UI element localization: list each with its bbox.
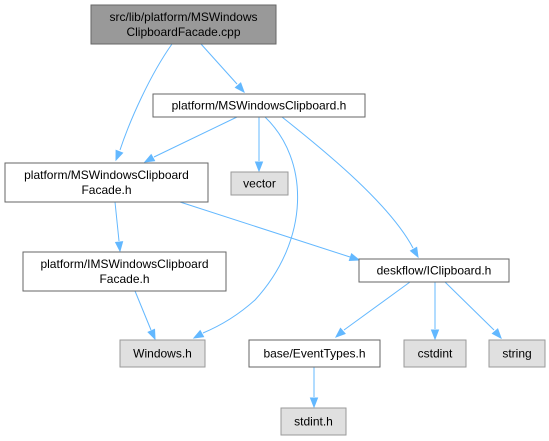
node-vector: vector: [230, 171, 289, 196]
edge-root-msclip: [200, 43, 245, 94]
node-box: [119, 339, 206, 368]
arrowhead-icon: [309, 397, 319, 409]
node-box: [22, 251, 227, 292]
node-root[interactable]: src/lib/platform/MSWindowsClipboardFacad…: [90, 4, 277, 45]
node-iclip[interactable]: deskflow/IClipboard.h: [358, 258, 510, 283]
arrowhead-icon: [430, 329, 440, 341]
arrowhead-icon: [348, 252, 361, 262]
edge-line: [134, 290, 152, 331]
node-label: stdint.h: [294, 415, 333, 429]
arrowhead-icon: [334, 327, 346, 338]
edge-line: [153, 116, 238, 158]
arrowhead-icon: [192, 329, 205, 339]
arrowhead-icon: [115, 149, 124, 162]
edge-eventtypes-stdint: [309, 367, 319, 409]
node-box: [4, 162, 209, 203]
dependency-nodes: src/lib/platform/MSWindowsClipboardFacad…: [4, 4, 546, 436]
node-box: [248, 339, 381, 368]
edge-iclip-cstdint: [430, 282, 440, 341]
edge-msfacade-iclip: [179, 201, 361, 262]
edge-line: [200, 43, 238, 85]
node-label: src/lib/platform/MSWindows: [109, 10, 257, 24]
node-box: [280, 407, 347, 436]
node-windows: Windows.h: [119, 339, 206, 368]
arrowhead-icon: [114, 241, 124, 253]
node-label: deskflow/IClipboard.h: [377, 264, 492, 278]
node-eventtypes[interactable]: base/EventTypes.h: [248, 339, 381, 368]
dependency-edges: [114, 43, 502, 409]
edge-iclip-string: [444, 281, 502, 340]
arrowhead-icon: [234, 82, 245, 94]
edge-line: [281, 116, 414, 249]
edge-iclip-eventtypes: [334, 281, 411, 338]
edge-root-msfacade: [115, 43, 173, 162]
arrowhead-icon: [254, 161, 264, 173]
edge-msclip-vector: [254, 117, 264, 173]
node-label: platform/MSWindowsClipboard: [24, 168, 189, 182]
node-box: [152, 93, 366, 118]
node-box: [488, 339, 546, 368]
node-label: vector: [243, 177, 276, 191]
node-msclip[interactable]: platform/MSWindowsClipboard.h: [152, 93, 366, 118]
node-box: [90, 4, 277, 45]
node-label: string: [502, 347, 531, 361]
node-box: [403, 339, 467, 368]
edge-line: [114, 201, 120, 242]
node-box: [230, 171, 289, 196]
edge-msfacade-imsfacade: [114, 201, 124, 253]
arrowhead-icon: [491, 328, 502, 340]
edge-line: [343, 281, 411, 331]
arrowhead-icon: [409, 246, 419, 259]
edge-imsfacade-windows: [134, 290, 156, 341]
edge-line: [202, 116, 299, 334]
edge-line: [179, 201, 351, 258]
edge-msclip-windows: [192, 116, 299, 339]
edge-msclip-iclip: [281, 116, 419, 259]
edge-line: [444, 281, 495, 331]
arrowhead-icon: [143, 153, 156, 163]
node-label: platform/MSWindowsClipboard.h: [172, 99, 347, 113]
edge-msclip-msfacade: [143, 116, 238, 163]
node-label: Facade.h: [81, 183, 131, 197]
node-cstdint: cstdint: [403, 339, 467, 368]
arrowhead-icon: [147, 328, 156, 341]
node-label: Facade.h: [99, 272, 149, 286]
node-label: Windows.h: [133, 347, 192, 361]
node-label: cstdint: [418, 347, 453, 361]
node-label: platform/IMSWindowsClipboard: [40, 257, 208, 271]
node-label: ClipboardFacade.cpp: [126, 25, 240, 39]
edge-line: [119, 43, 173, 151]
node-box: [358, 258, 510, 283]
node-stdint: stdint.h: [280, 407, 347, 436]
node-label: base/EventTypes.h: [263, 347, 365, 361]
node-string: string: [488, 339, 546, 368]
